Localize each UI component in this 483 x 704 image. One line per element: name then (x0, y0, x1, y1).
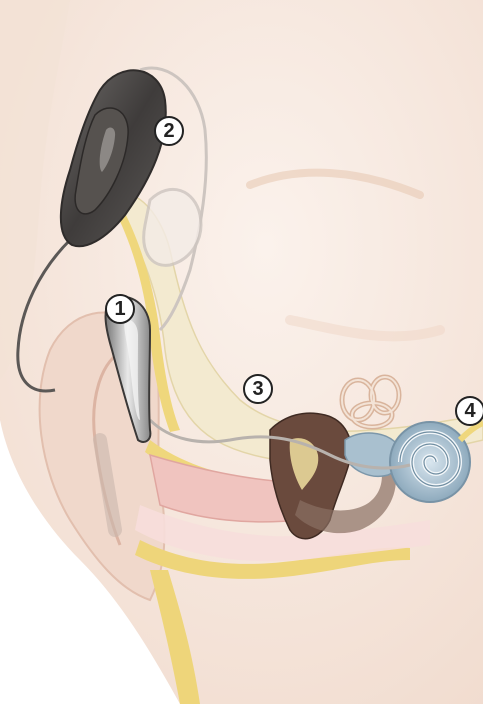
callout-3-badge: 3 (243, 374, 273, 404)
callout-4-badge: 4 (455, 396, 483, 426)
callout-1-badge: 1 (105, 294, 135, 324)
callout-2-badge: 2 (154, 116, 184, 146)
